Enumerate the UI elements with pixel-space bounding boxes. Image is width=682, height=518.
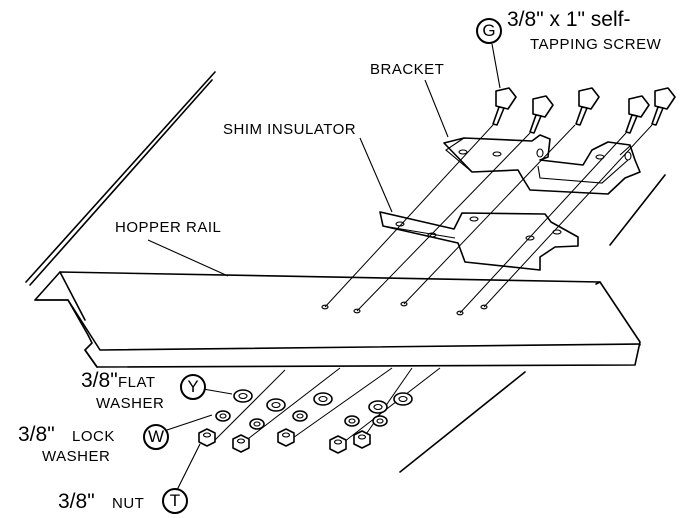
screws	[492, 87, 676, 134]
lock-washer-size: 3/8"	[18, 423, 55, 446]
flat-washer	[313, 392, 333, 406]
flat-washer	[368, 400, 388, 414]
screw	[651, 87, 676, 126]
nut	[329, 435, 347, 454]
lock-washer	[344, 415, 360, 427]
hopper-wall	[25, 71, 666, 473]
flat-washer-callout: Y	[180, 374, 206, 400]
nut-name: nut	[112, 495, 145, 512]
nuts	[198, 428, 371, 454]
lock-washer	[215, 410, 231, 422]
screw-label-line1: 3/8" x 1" self-	[507, 8, 631, 31]
rail-holes	[321, 301, 488, 316]
flat-washer	[393, 392, 413, 406]
nut	[277, 428, 295, 447]
lock-washer	[372, 415, 388, 427]
nut-size: 3/8"	[58, 490, 95, 513]
nut	[198, 428, 216, 447]
screw-callout: G	[476, 18, 502, 44]
flat-washer-size: 3/8"	[81, 369, 118, 392]
flat-washers	[233, 389, 413, 414]
flat-washer	[233, 389, 253, 403]
lock-washer-callout: W	[143, 424, 169, 450]
bracket	[443, 134, 641, 195]
lock-washers	[215, 410, 388, 430]
bracket-label: BRACKET	[370, 61, 445, 78]
flat-washer-name2: washer	[96, 395, 165, 412]
lock-washer-name2: washer	[42, 448, 111, 465]
flat-washer-name1: flat	[118, 374, 156, 391]
flat-washer	[266, 398, 286, 412]
hopper-rail-label: HOPPER RAIL	[115, 219, 222, 236]
shim-insulator	[379, 211, 579, 271]
screw	[492, 87, 517, 126]
screw	[575, 87, 600, 126]
nut	[353, 430, 371, 449]
lock-washer	[292, 410, 308, 422]
nut-callout: T	[162, 488, 188, 514]
nut	[232, 434, 250, 453]
lock-washer	[249, 418, 265, 430]
screw-label-line2: tapping screw	[530, 36, 662, 53]
lock-washer-name1: lock	[72, 428, 115, 445]
assembly-axes	[211, 124, 653, 446]
screw	[625, 95, 650, 134]
hopper-rail	[34, 271, 641, 368]
screw	[529, 95, 554, 134]
shim-insulator-label: SHIM INSULATOR	[223, 121, 357, 138]
